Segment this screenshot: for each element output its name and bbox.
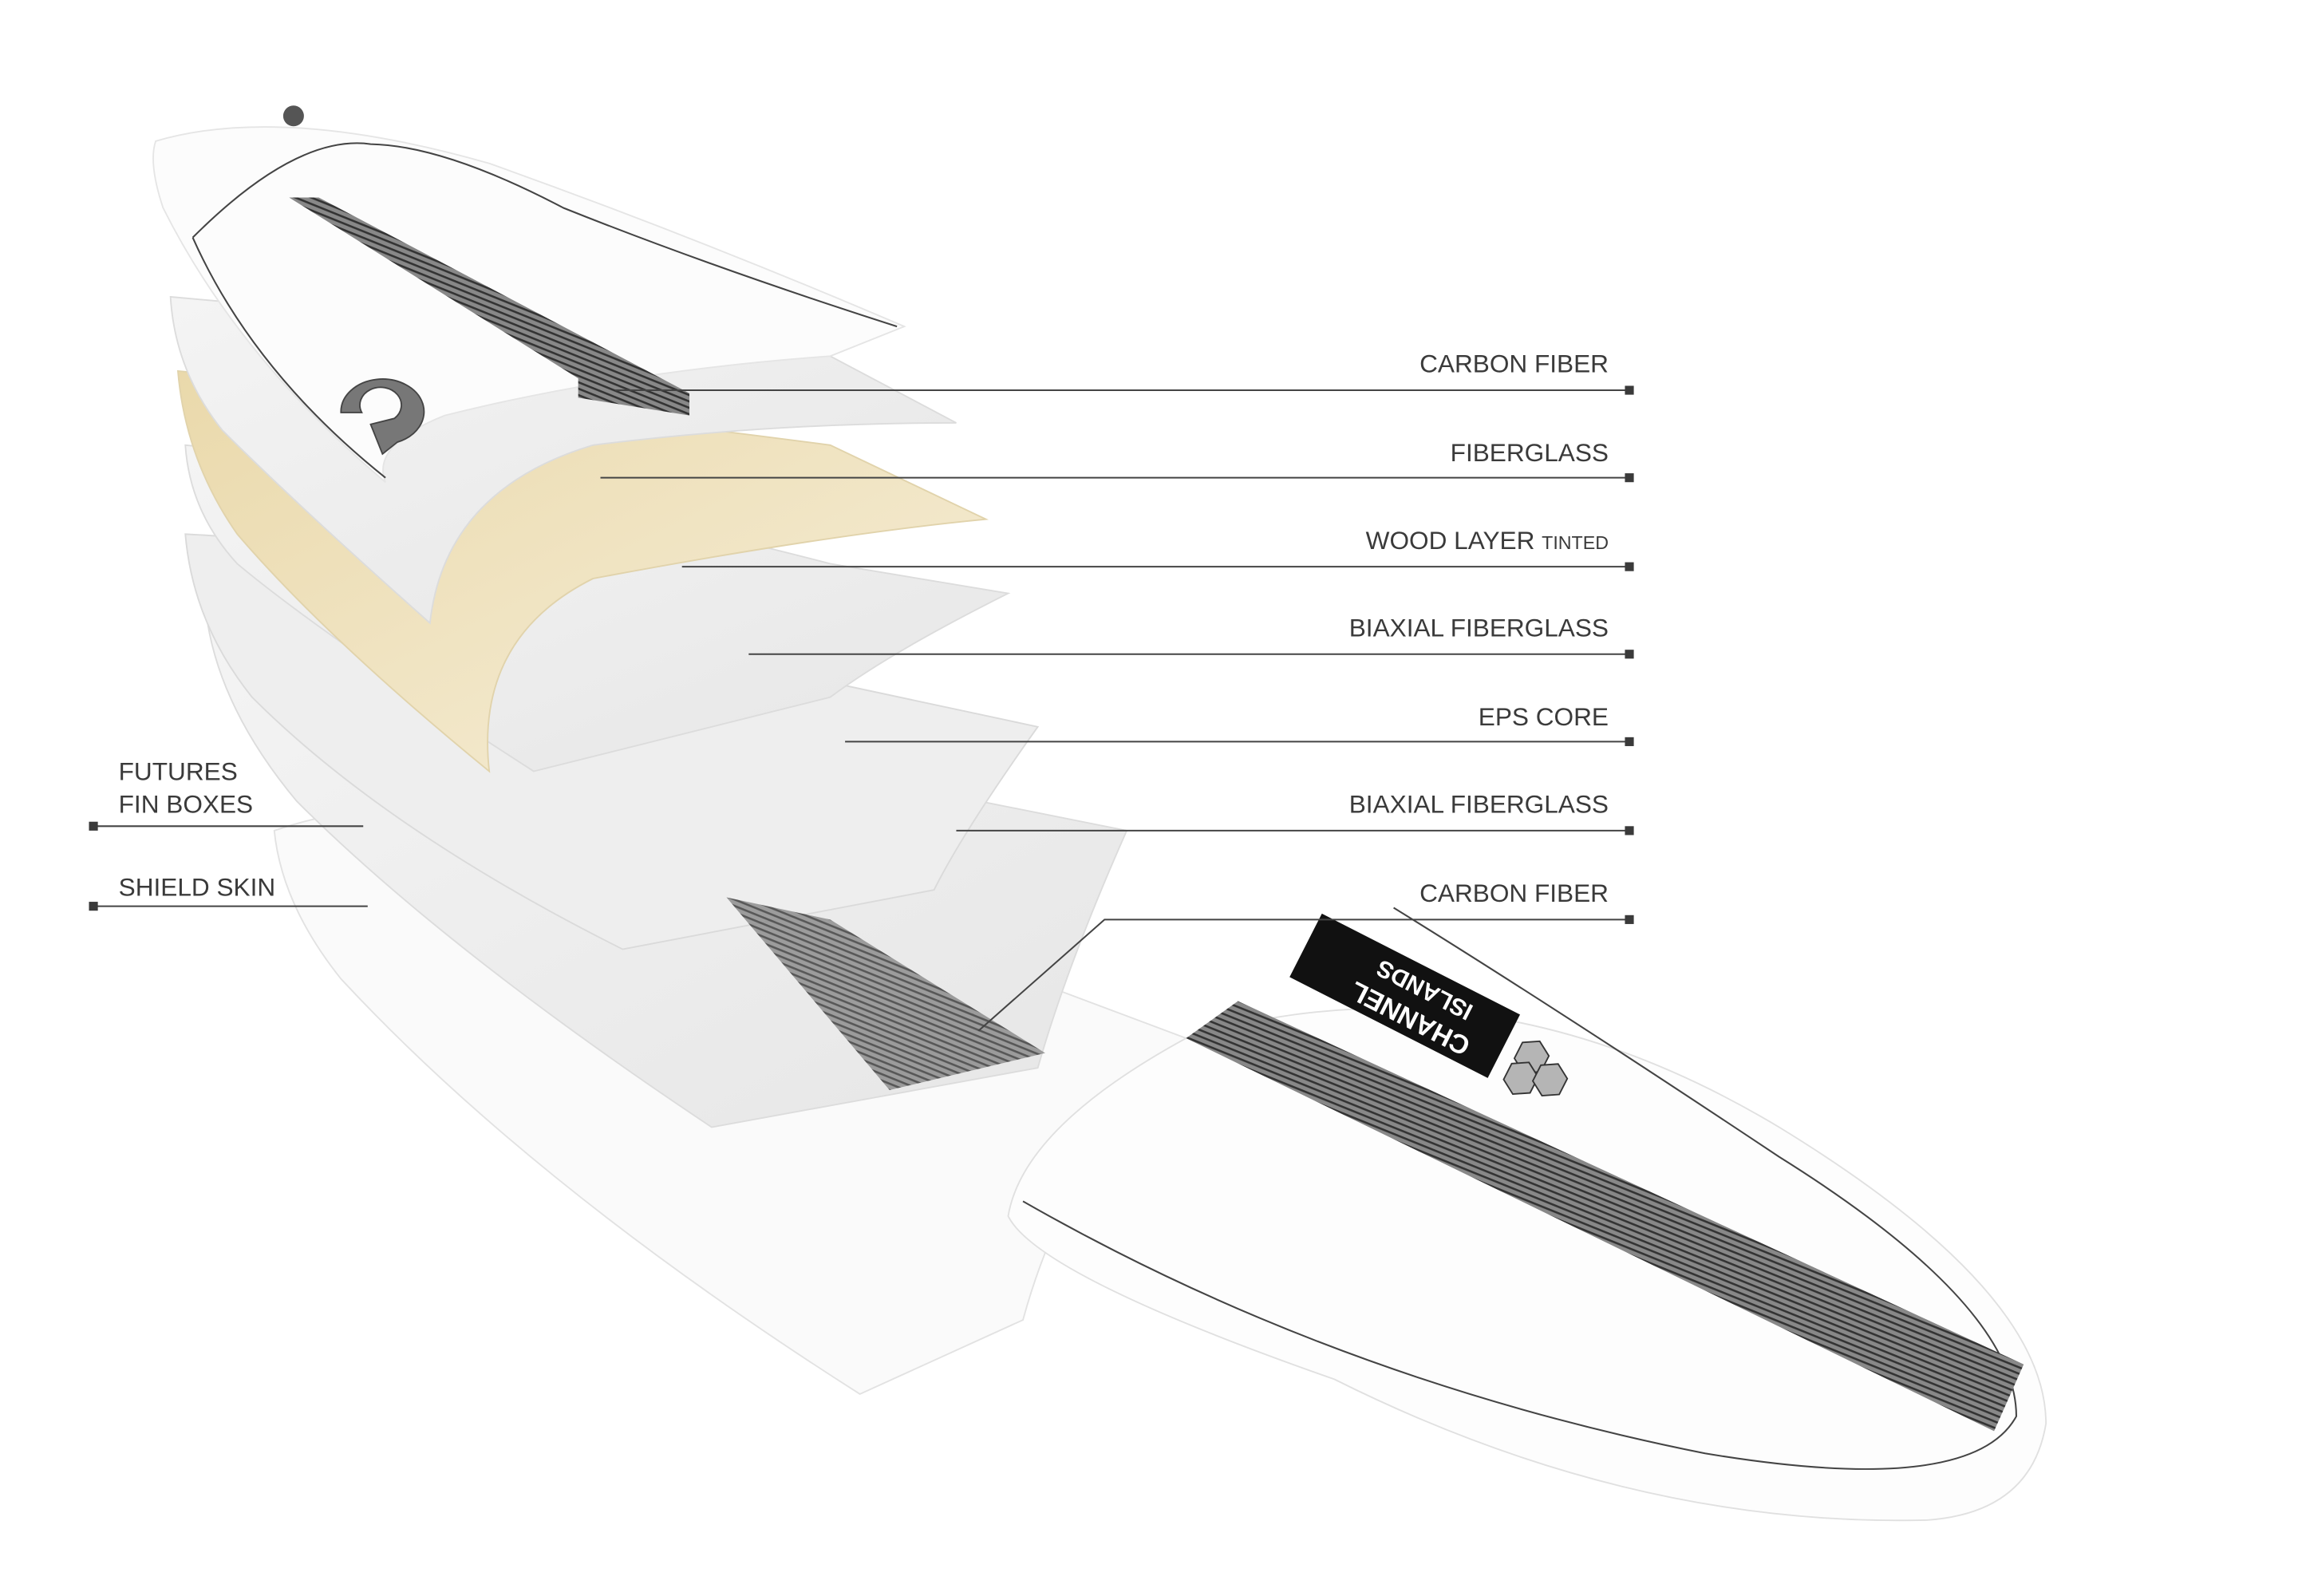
leash-plug	[282, 105, 304, 127]
svg-text:WOOD LAYER TINTED: WOOD LAYER TINTED	[1366, 526, 1609, 555]
svg-text:BIAXIAL FIBERGLASS: BIAXIAL FIBERGLASS	[1349, 613, 1609, 642]
svg-text:BIAXIAL FIBERGLASS: BIAXIAL FIBERGLASS	[1349, 790, 1609, 819]
label-shield-skin: SHIELD SKIN	[89, 873, 368, 911]
svg-text:FIBERGLASS: FIBERGLASS	[1451, 438, 1609, 467]
label-biaxial-fiberglass-top: BIAXIAL FIBERGLASS	[748, 613, 1634, 659]
label-eps-core: EPS CORE	[845, 702, 1634, 746]
label-carbon-fiber-top: CARBON FIBER	[615, 350, 1634, 395]
svg-text:CARBON FIBER: CARBON FIBER	[1419, 879, 1609, 907]
carbon-fiber-nose-strip	[1186, 1001, 2024, 1432]
carbon-fiber-top-strip	[289, 197, 689, 416]
carbon-fiber-bottom-strip	[726, 897, 1045, 1091]
svg-text:CARBON FIBER: CARBON FIBER	[1419, 350, 1609, 378]
svg-text:FIN BOXES: FIN BOXES	[119, 790, 253, 819]
label-biaxial-fiberglass-bottom: BIAXIAL FIBERGLASS	[956, 790, 1634, 836]
label-wood-layer: WOOD LAYER TINTED	[681, 526, 1634, 571]
svg-text:FUTURES: FUTURES	[119, 757, 238, 786]
deck-outline	[192, 142, 898, 328]
nose-section	[1007, 1007, 2047, 1522]
deck-outline	[192, 237, 386, 479]
label-futures-fin-boxes: FUTURES FIN BOXES	[89, 757, 364, 831]
nose-outline	[1022, 907, 2017, 1470]
svg-text:EPS CORE: EPS CORE	[1479, 702, 1609, 731]
label-fiberglass: FIBERGLASS	[600, 438, 1634, 483]
logo-arrow-icon	[340, 378, 425, 456]
svg-text:SHIELD SKIN: SHIELD SKIN	[119, 873, 276, 902]
label-carbon-fiber-bottom: CARBON FIBER	[977, 879, 1634, 1032]
